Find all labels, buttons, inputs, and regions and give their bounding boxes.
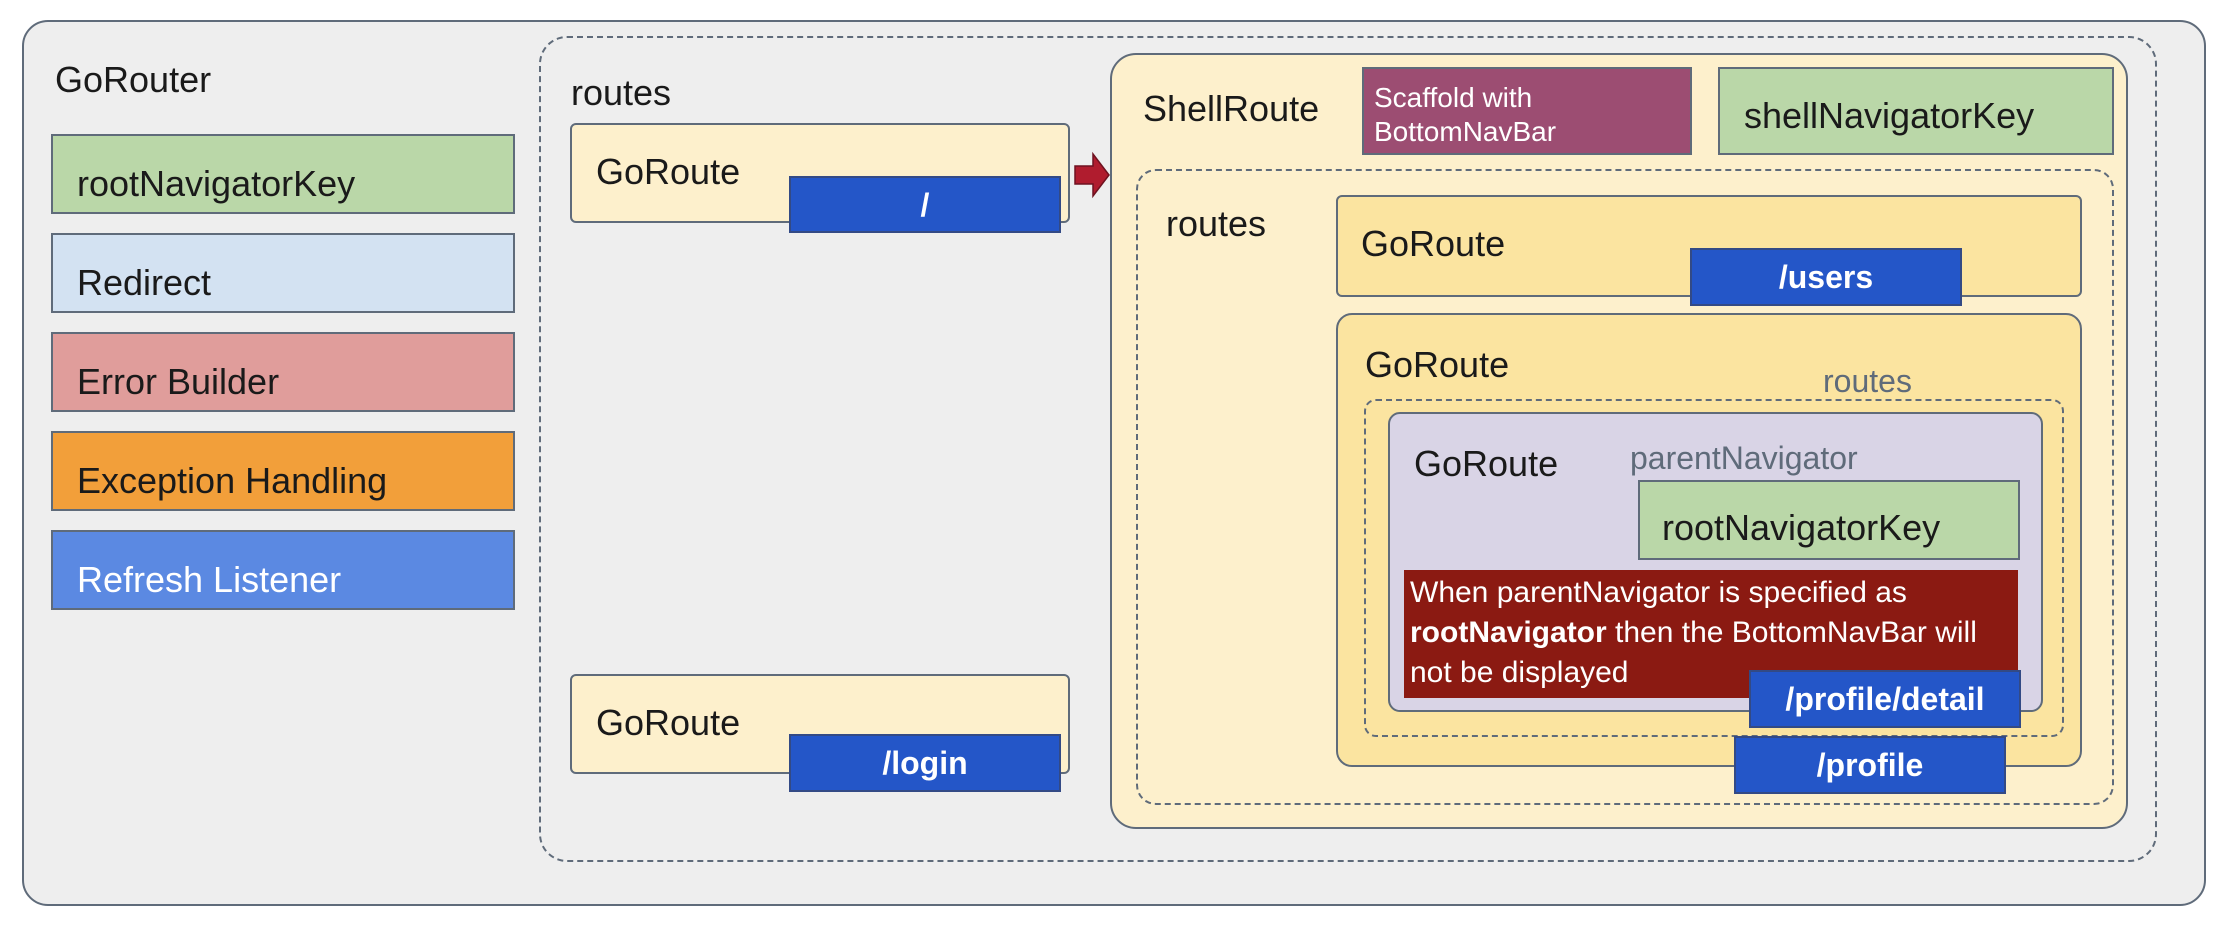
parent-navigator-label: parentNavigator bbox=[1630, 440, 1858, 476]
prop-exception-handling: Exception Handling bbox=[51, 431, 515, 511]
goroute-title: GoRoute bbox=[596, 151, 741, 192]
parent-navigator-value-box: rootNavigatorKey bbox=[1638, 480, 2020, 560]
path-tag-users: /users bbox=[1690, 248, 1962, 306]
note-line-2: rootNavigator then the BottomNavBar will bbox=[1410, 618, 1977, 648]
path-tag-root: / bbox=[789, 176, 1061, 233]
routes-container bbox=[539, 36, 2157, 862]
note-bold-term: rootNavigator bbox=[1410, 616, 1607, 649]
goroute-title: GoRoute bbox=[596, 702, 741, 743]
note-line-2-rest: then the BottomNavBar will bbox=[1606, 616, 1977, 649]
prop-label: Error Builder bbox=[77, 361, 280, 402]
note-line-1: When parentNavigator is specified as bbox=[1410, 576, 1907, 609]
shell-navigator-key-label: shellNavigatorKey bbox=[1744, 95, 2035, 136]
shell-navigator-key-box: shellNavigatorKey bbox=[1718, 67, 2114, 155]
scaffold-builder-box: Scaffold with BottomNavBar bbox=[1362, 67, 1692, 155]
path-tag-login: /login bbox=[789, 734, 1061, 792]
shell-routes-container bbox=[1136, 169, 2114, 805]
profile-routes-label: routes bbox=[1823, 363, 1912, 399]
parent-navigator-value: rootNavigatorKey bbox=[1662, 507, 1941, 548]
shell-route-title: ShellRoute bbox=[1143, 88, 1320, 129]
prop-label: rootNavigatorKey bbox=[77, 163, 356, 204]
prop-redirect: Redirect bbox=[51, 233, 515, 313]
prop-error-builder: Error Builder bbox=[51, 332, 515, 412]
scaffold-builder-label: Scaffold with BottomNavBar bbox=[1374, 82, 1557, 147]
prop-label: Refresh Listener bbox=[77, 559, 342, 600]
prop-root-navigator-key: rootNavigatorKey bbox=[51, 134, 515, 214]
arrow-right-icon bbox=[1074, 151, 1110, 199]
path-tag-profile-detail: /profile/detail bbox=[1749, 670, 2021, 728]
goroute-title: GoRoute bbox=[1414, 443, 1559, 484]
prop-refresh-listener: Refresh Listener bbox=[51, 530, 515, 610]
profile-routes-container bbox=[1364, 399, 2064, 737]
path-tag-profile: /profile bbox=[1734, 736, 2006, 794]
gorouter-title: GoRouter bbox=[55, 59, 212, 100]
prop-label: Exception Handling bbox=[77, 460, 388, 501]
goroute-title: GoRoute bbox=[1361, 223, 1506, 264]
shell-routes-label: routes bbox=[1166, 203, 1267, 244]
goroute-title: GoRoute bbox=[1365, 344, 1510, 385]
routes-label: routes bbox=[571, 72, 672, 113]
prop-label: Redirect bbox=[77, 262, 212, 303]
note-line-3: not be displayed bbox=[1410, 656, 1629, 689]
